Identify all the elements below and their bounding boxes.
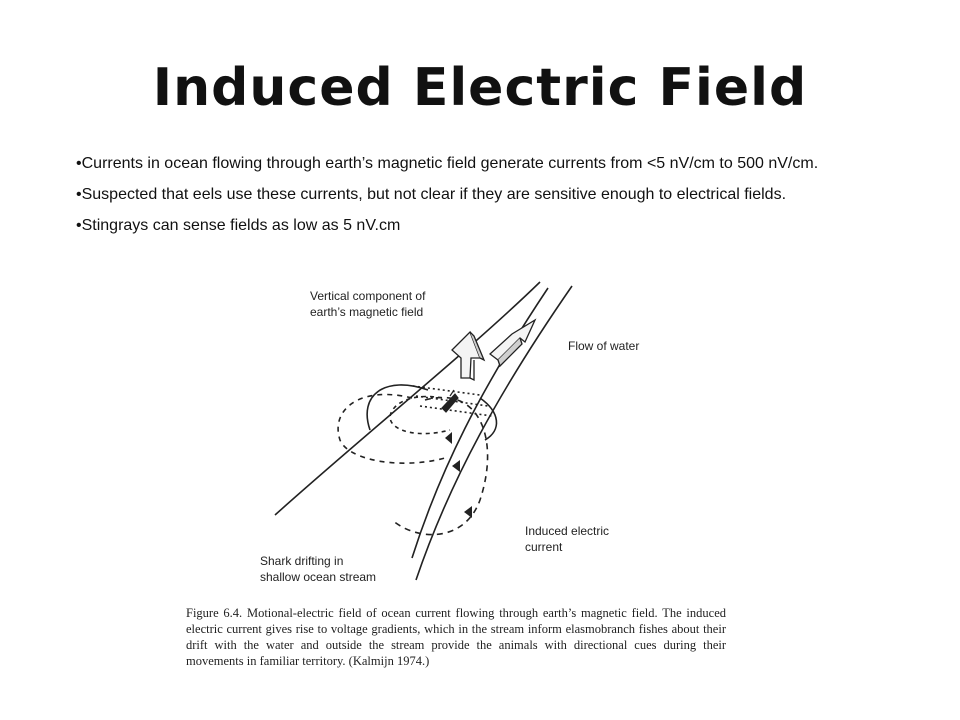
vertical-arrow-icon xyxy=(451,330,486,382)
current-loop-inner xyxy=(389,395,451,435)
slide-title: Induced Electric Field xyxy=(152,58,808,118)
current-arrowhead xyxy=(445,432,452,444)
current-arrowhead xyxy=(452,460,460,472)
current-loop-middle xyxy=(337,393,446,464)
figure-6-4: Vertical component of earth’s magnetic f… xyxy=(180,280,740,710)
current-loop-outer xyxy=(391,396,489,536)
field-line-dotted-1 xyxy=(412,385,481,396)
field-loop-solid-1 xyxy=(366,384,429,431)
figure-caption: Figure 6.4. Motional-electric field of o… xyxy=(186,606,726,668)
stream-diagram xyxy=(274,281,573,581)
flow-arrow-icon xyxy=(488,318,537,368)
field-loop-solid-2 xyxy=(479,397,498,441)
bullet-item: Stingrays can sense fields as low as 5 n… xyxy=(76,215,896,236)
shark-icon xyxy=(441,389,459,413)
label-flow-of-water: Flow of water xyxy=(568,339,640,353)
label-shark-drifting: Shark drifting in shallow ocean stream xyxy=(260,554,377,584)
bullet-item: Suspected that eels use these currents, … xyxy=(76,184,896,205)
stream-bank-left xyxy=(274,281,541,516)
label-induced-current: Induced electric current xyxy=(525,524,610,554)
bullet-item: Currents in ocean flowing through earth’… xyxy=(76,153,896,174)
bullet-list: Currents in ocean flowing through earth’… xyxy=(76,153,896,246)
current-arrowhead xyxy=(464,506,472,518)
label-vertical-component: Vertical component of earth’s magnetic f… xyxy=(310,289,426,319)
stream-bank-right xyxy=(415,285,573,581)
field-line-dotted-3 xyxy=(419,405,493,417)
